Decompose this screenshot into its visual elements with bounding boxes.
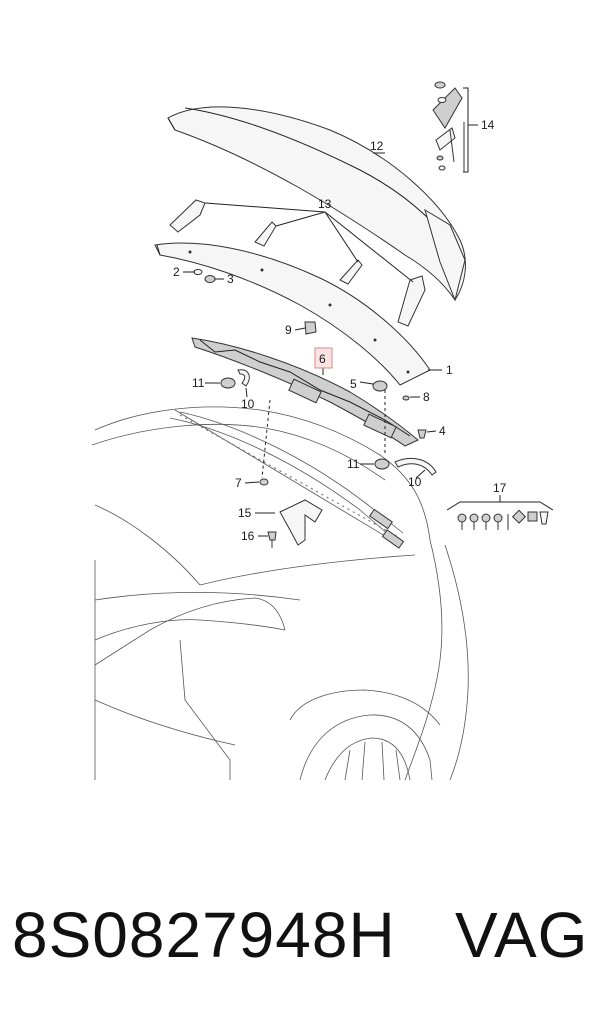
car-body-outline — [91, 406, 469, 781]
callout-2: 2 — [173, 265, 180, 279]
callout-10-right: 10 — [408, 475, 422, 489]
callout-15: 15 — [238, 506, 252, 520]
callout-4: 4 — [439, 424, 446, 438]
callout-8: 8 — [423, 390, 430, 404]
hardware-parts — [193, 81, 549, 548]
callout-17: 17 — [493, 481, 507, 495]
spoiler-base-part-1 — [154, 242, 431, 386]
caption: 8S0827948H VAG — [0, 895, 600, 985]
wedge-mounts-part-13 — [169, 199, 426, 327]
callout-12: 12 — [370, 139, 384, 153]
callout-11-right: 11 — [347, 457, 360, 471]
exploded-parts-diagram: 1 2 3 4 5 6 7 8 9 10 10 11 11 12 13 14 1… — [91, 81, 554, 781]
callout-5: 5 — [350, 377, 357, 391]
callout-1: 1 — [446, 363, 453, 377]
highlight-box-6 — [314, 347, 333, 369]
callout-3: 3 — [227, 272, 234, 286]
callout-labels: 1 2 3 4 5 6 7 8 9 10 10 11 11 12 13 14 1… — [173, 118, 507, 543]
callout-14: 14 — [481, 118, 495, 132]
callout-6: 6 — [319, 352, 326, 366]
callout-7: 7 — [235, 476, 242, 490]
part-number: 8S0827948H — [12, 899, 396, 971]
callout-11-left: 11 — [192, 376, 205, 390]
bracket-assembly-part-6 — [191, 337, 419, 447]
callout-16: 16 — [241, 529, 255, 543]
leader-lines — [183, 87, 554, 537]
spoiler-wing-part-12 — [167, 106, 466, 302]
callout-10-left: 10 — [241, 397, 255, 411]
callout-9: 9 — [285, 323, 292, 337]
brand-label: VAG — [455, 899, 589, 971]
callout-13: 13 — [318, 197, 332, 211]
